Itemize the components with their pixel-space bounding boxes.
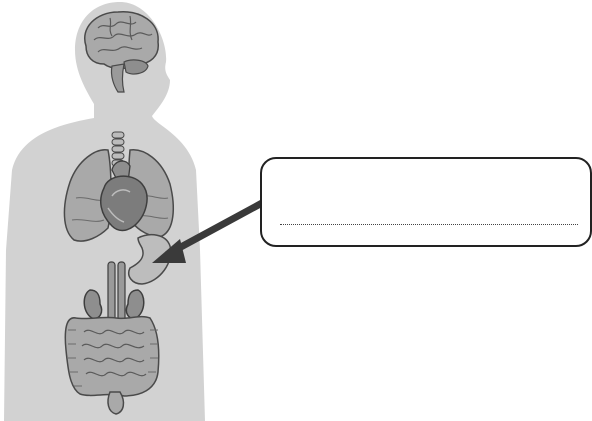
- cerebrum: [85, 12, 159, 69]
- rectum: [108, 392, 123, 414]
- large-intestine: [65, 317, 158, 396]
- answer-dotted-line: [280, 224, 578, 225]
- answer-label-box[interactable]: [260, 157, 592, 247]
